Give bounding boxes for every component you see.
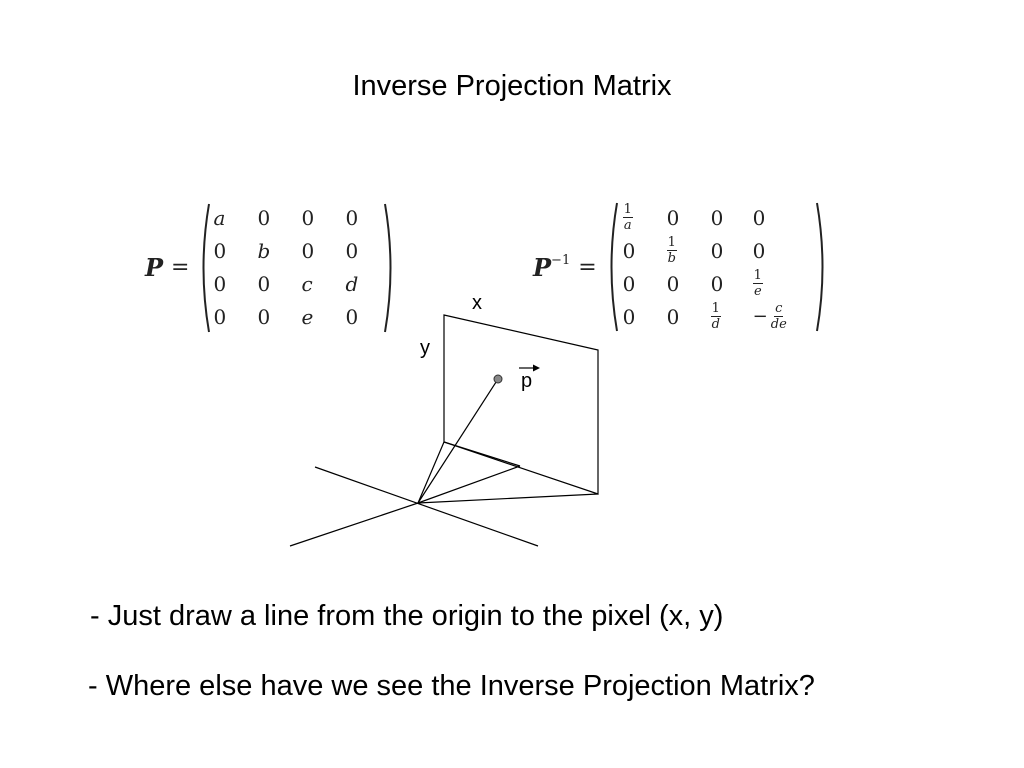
right-paren-icon — [384, 203, 392, 332]
matrix-cell: e — [301, 305, 314, 329]
pixel-vector-label: p — [521, 370, 533, 392]
fraction-one-over-d: 1 d — [710, 301, 721, 332]
equals-sign: = — [578, 254, 597, 280]
matrix-cell: 1 a — [622, 202, 667, 233]
matrix-cell: − c de — [753, 302, 815, 331]
matrix-cell: 0 — [622, 304, 636, 329]
matrix-cell: b — [257, 239, 271, 263]
inverse-matrix-letter: P — [533, 252, 552, 282]
fraction-denominator: d — [711, 317, 720, 332]
bullet-text: - Just draw a line from the origin to th… — [90, 600, 724, 632]
matrix-cell: 0 — [752, 238, 766, 263]
inverse-superscript: −1 — [551, 252, 571, 268]
fraction-denominator: a — [623, 218, 632, 233]
ray-to-pixel — [417, 378, 499, 504]
left-paren-icon — [202, 203, 211, 332]
fraction-one-over-e: 1 e — [752, 268, 763, 299]
equals-sign: = — [171, 255, 190, 280]
fraction-denominator: de — [770, 317, 787, 332]
ground-line — [314, 466, 539, 547]
frustum-edge — [443, 441, 521, 467]
bullet-text: - Where else have we see the Inverse Pro… — [88, 670, 815, 702]
left-paren-icon — [610, 202, 618, 332]
projection-matrix-equation: P = a 0 0 0 0 b 0 0 0 0 c d 0 0 e 0 — [145, 200, 397, 335]
matrix-cell: 0 — [752, 205, 766, 230]
y-axis-label: y — [420, 337, 430, 359]
matrix-cell: 0 — [666, 304, 680, 329]
image-plane — [443, 314, 599, 495]
matrix-cell: 0 — [666, 205, 680, 230]
x-axis-label: x — [472, 292, 482, 314]
matrix-cell: 0 — [622, 271, 636, 296]
matrix-cell: 0 — [257, 272, 271, 296]
inverse-matrix-grid: 1 a 0 0 0 0 1 b 0 0 0 0 0 1 e 0 0 — [619, 201, 815, 333]
matrix-cell: 0 — [213, 272, 227, 296]
frustum-edge — [417, 493, 599, 504]
matrix-cell: d — [345, 272, 359, 296]
matrix-cell: a — [213, 206, 226, 230]
matrix-cell: 1 d — [710, 301, 753, 332]
fraction-one-over-b: 1 b — [666, 235, 677, 266]
matrix-cell: 0 — [213, 305, 227, 329]
matrix-cell: 0 — [213, 239, 227, 263]
matrix-cell: 0 — [345, 239, 359, 263]
negative-fraction: − c de — [753, 302, 787, 331]
matrix-cell: 0 — [710, 271, 724, 296]
matrix-cell: 0 — [345, 206, 359, 230]
matrix-cell: 1 e — [752, 268, 815, 299]
projection-matrix-symbol: P — [145, 253, 164, 282]
matrix-cell: 0 — [257, 206, 271, 230]
matrix-cell: c — [301, 272, 313, 296]
matrix-cell: 1 b — [666, 235, 711, 266]
matrix-cell: 0 — [710, 205, 724, 230]
matrix-cell: 0 — [301, 239, 315, 263]
fraction-numerator: 1 — [666, 235, 677, 251]
fraction-numerator: 1 — [622, 202, 633, 218]
fraction-numerator: 1 — [752, 268, 763, 284]
inverse-matrix-equation: P−1 = 1 a 0 0 0 0 1 b 0 0 0 0 0 1 — [533, 198, 829, 336]
frustum-edge — [417, 441, 445, 504]
frustum-edge — [417, 465, 521, 504]
projection-matrix-grid: a 0 0 0 0 b 0 0 0 0 c d 0 0 e 0 — [211, 202, 383, 334]
slide-title: Inverse Projection Matrix — [352, 70, 672, 102]
matrix-cell: 0 — [710, 238, 724, 263]
fraction-one-over-a: 1 a — [622, 202, 633, 233]
matrix-cell: 0 — [345, 305, 359, 329]
matrix-cell: 0 — [666, 271, 680, 296]
fraction-c-over-de: c de — [771, 302, 787, 331]
right-paren-icon — [815, 202, 824, 332]
fraction-denominator: b — [667, 251, 676, 266]
vector-arrow-icon — [533, 364, 540, 372]
fraction-denominator: e — [753, 284, 762, 299]
matrix-cell: 0 — [622, 238, 636, 263]
matrix-cell: 0 — [257, 305, 271, 329]
fraction-numerator: c — [774, 301, 784, 317]
pixel-point — [493, 374, 503, 384]
minus-sign: − — [752, 306, 768, 327]
inverse-matrix-symbol: P−1 — [533, 253, 570, 282]
fraction-numerator: 1 — [710, 301, 721, 317]
ground-line — [289, 502, 419, 547]
matrix-cell: 0 — [301, 206, 315, 230]
